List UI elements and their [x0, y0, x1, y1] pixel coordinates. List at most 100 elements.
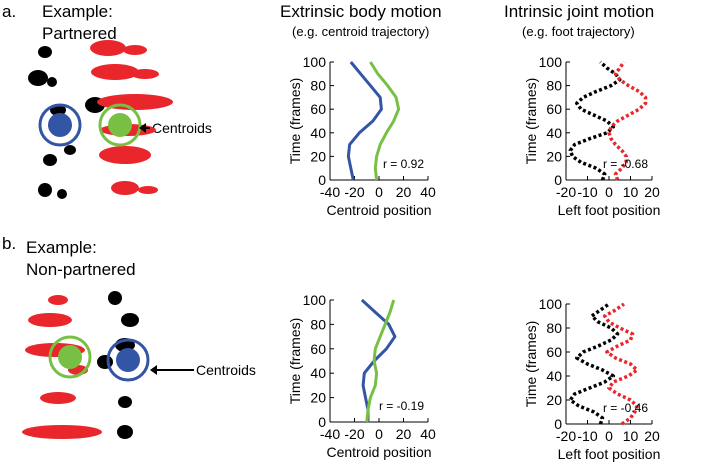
black-blob — [47, 77, 57, 87]
centroids-arrow-icon — [150, 365, 157, 375]
intrinsic-title: Intrinsic joint motion — [504, 2, 655, 21]
y-tick-label: 40 — [546, 125, 562, 141]
x-tick-label: 20 — [644, 428, 660, 444]
x-tick-label: 40 — [420, 184, 436, 200]
extrinsic-title: Extrinsic body motion — [280, 2, 442, 21]
correlation-annotation: r = -0.68 — [603, 157, 648, 171]
black-blob — [28, 70, 48, 86]
non-partnered-illustration — [22, 291, 194, 439]
y-tick-label: 0 — [554, 416, 562, 432]
y-tick-label: 20 — [310, 148, 326, 164]
x-tick-label: 20 — [644, 184, 660, 200]
partnered-illustration — [28, 40, 173, 199]
series-line-1 — [365, 299, 396, 423]
red-blob — [40, 392, 76, 404]
panel-b-example-line1: Example: — [26, 238, 97, 257]
red-blob — [90, 40, 126, 56]
black-blob — [118, 396, 132, 408]
y-tick-label: 100 — [539, 54, 563, 70]
black-blob — [38, 183, 52, 197]
red-blob — [91, 64, 139, 80]
green-centroid-dot — [58, 345, 82, 369]
green-centroid-dot — [108, 113, 132, 137]
y-tick-label: 60 — [546, 101, 562, 117]
x-axis-label: Left foot position — [558, 446, 661, 462]
black-blob — [117, 425, 133, 439]
y-tick-label: 40 — [546, 368, 562, 384]
y-axis-label: Time (frames) — [523, 321, 539, 408]
y-axis-label: Time (frames) — [287, 318, 303, 405]
y-tick-label: 100 — [539, 296, 563, 312]
red-blob — [138, 186, 158, 194]
blue-centroid-ring — [38, 103, 82, 147]
correlation-annotation: r = -0.19 — [379, 399, 424, 413]
series-line-1 — [369, 61, 401, 181]
y-tick-label: 80 — [546, 78, 562, 94]
correlation-annotation: r = 0.92 — [383, 157, 424, 171]
y-tick-label: 0 — [554, 172, 562, 188]
red-blob — [131, 69, 159, 79]
panel-a-example-line1: Example: — [42, 2, 113, 21]
x-axis-label: Centroid position — [326, 202, 431, 218]
x-tick-label: 20 — [396, 184, 412, 200]
x-tick-label: -20 — [344, 426, 364, 442]
x-tick-label: -10 — [577, 184, 597, 200]
red-blob — [99, 146, 151, 164]
blue-centroid-dot — [116, 348, 140, 372]
series-line-1 — [602, 302, 639, 426]
y-tick-label: 80 — [310, 316, 326, 332]
green-centroid-ring — [98, 103, 142, 147]
y-tick-label: 80 — [310, 78, 326, 94]
y-tick-label: 20 — [310, 390, 326, 406]
panel-b-centroids-label: Centroids — [196, 362, 256, 378]
y-tick-label: 40 — [310, 365, 326, 381]
extrinsic-subtitle: (e.g. centroid trajectory) — [292, 24, 430, 39]
red-blob — [123, 45, 147, 55]
panel-b-letter: b. — [2, 234, 17, 253]
x-tick-label: -40 — [320, 184, 340, 200]
series-line-0 — [346, 61, 383, 181]
blue-centroid-ring — [106, 338, 150, 382]
x-axis-label: Centroid position — [326, 444, 431, 460]
x-axis-label: Left foot position — [558, 202, 661, 218]
x-tick-label: 0 — [375, 426, 383, 442]
red-blob — [111, 181, 139, 195]
series-line-1 — [607, 60, 648, 181]
panel-a-example-line2: Partnered — [42, 24, 117, 43]
y-axis-label: Time (frames) — [523, 78, 539, 165]
x-tick-label: 0 — [605, 184, 613, 200]
x-tick-label: -10 — [577, 428, 597, 444]
panel-a-centroids-label: Centroids — [152, 120, 212, 136]
y-tick-label: 60 — [310, 101, 326, 117]
y-tick-label: 20 — [546, 392, 562, 408]
x-tick-label: -20 — [556, 428, 576, 444]
y-tick-label: 60 — [546, 344, 562, 360]
y-tick-label: 20 — [546, 148, 562, 164]
centroids-arrow-icon — [139, 123, 146, 133]
panel-a-letter: a. — [2, 2, 17, 21]
x-tick-label: -40 — [320, 426, 340, 442]
blue-centroid-dot — [48, 113, 72, 137]
y-tick-label: 60 — [310, 341, 326, 357]
black-blob — [64, 145, 76, 155]
x-tick-label: 10 — [623, 428, 639, 444]
y-tick-label: 0 — [318, 414, 326, 430]
x-tick-label: -20 — [344, 184, 364, 200]
x-tick-label: 40 — [420, 426, 436, 442]
red-blob — [28, 313, 72, 327]
black-blob — [57, 189, 67, 199]
green-centroid-ring — [48, 335, 92, 379]
black-blob — [108, 291, 122, 305]
x-tick-label: 0 — [605, 428, 613, 444]
x-tick-label: -20 — [556, 184, 576, 200]
y-tick-label: 40 — [310, 125, 326, 141]
series-line-0 — [568, 302, 620, 425]
x-tick-label: 10 — [623, 184, 639, 200]
red-blob — [48, 295, 68, 305]
intrinsic-subtitle: (e.g. foot trajectory) — [522, 24, 635, 39]
